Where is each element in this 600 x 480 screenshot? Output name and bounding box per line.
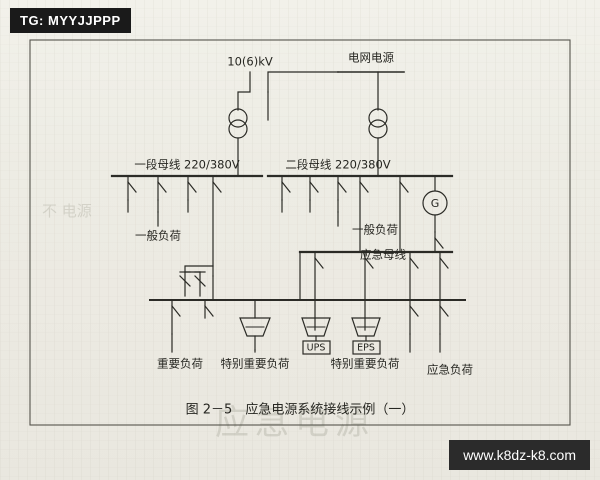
eps-label-box [352, 340, 381, 355]
ups-symbol [301, 317, 331, 337]
label-ups: UPS [307, 343, 326, 354]
transformer-2-lower [368, 119, 388, 139]
label-important-load: 重要负荷 [157, 357, 203, 371]
label-eps: EPS [357, 343, 375, 354]
diagram-frame [29, 39, 571, 426]
bus1-feeders [127, 175, 222, 277]
ups-label-box [302, 340, 331, 355]
label-general-load-left: 一般负荷 [135, 229, 181, 243]
tag-badge: TG: MYYJJPPP [10, 8, 131, 33]
right-source-link-left [267, 71, 339, 93]
inverter-symbol-1 [239, 317, 271, 337]
label-bus-1: 一段母线 220/380V [134, 158, 239, 172]
transformer-1-lower [228, 119, 248, 139]
lower-bus-feeders [171, 299, 449, 335]
watermark-badge: www.k8dz-k8.com [449, 440, 590, 470]
left-source-feeder [237, 71, 251, 111]
ghost-text-1: 不 电源 [42, 202, 92, 220]
transformer-1-upper [228, 108, 248, 128]
eps-symbol [351, 317, 381, 337]
transformer-2-upper [368, 108, 388, 128]
figure-caption: 图 2－5 应急电源系统接线示例（一） [186, 402, 415, 418]
ats1-link [184, 265, 214, 273]
bus2-feeders [281, 175, 436, 253]
generator-switch [434, 237, 444, 249]
label-emergency-load: 应急负荷 [427, 363, 473, 377]
label-left-source: 10(6)kV [227, 55, 273, 69]
label-general-load-right: 一般负荷 [352, 223, 398, 237]
label-emergency-bus: 应急母线 [360, 248, 406, 262]
label-very-important-load-right: 特别重要负荷 [331, 357, 400, 371]
ghost-text-2: 应急电源 [215, 403, 375, 443]
ats-switch-1 [179, 271, 206, 297]
label-generator: G [431, 197, 440, 210]
label-bus-2: 二段母线 220/380V [285, 158, 390, 172]
label-right-source: 电网电源 [348, 51, 394, 65]
label-very-important-load-left: 特别重要负荷 [221, 357, 290, 371]
emergency-bus-feeders [314, 251, 449, 331]
